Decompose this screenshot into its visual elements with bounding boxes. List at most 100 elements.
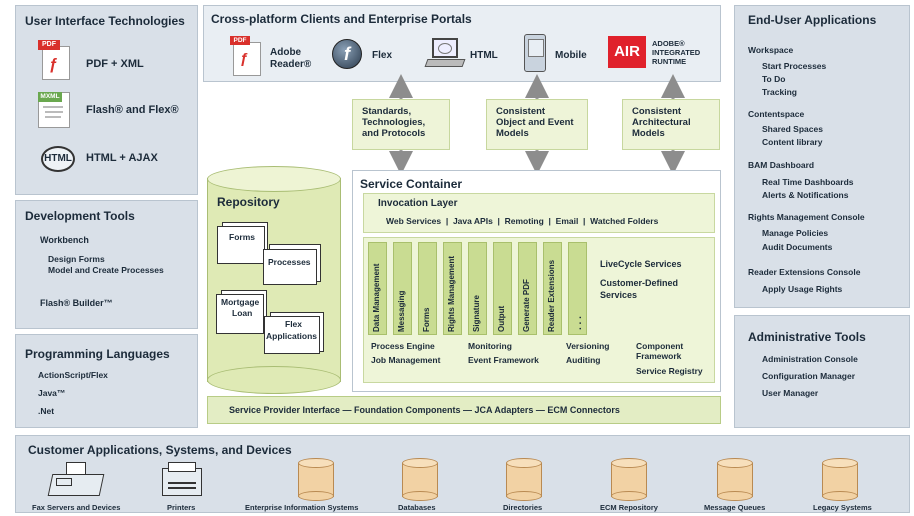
invocation-items: Web Services | Java APIs | Remoting | Em… [386,216,659,226]
architectural-line-1: Consistent [632,106,682,117]
mobile-label: Mobile [555,50,587,61]
legacy-systems-label: Legacy Systems [813,503,872,512]
process-engine-label: Process Engine [371,341,435,351]
content-library-label: Content library [762,137,823,147]
audit-documents-label: Audit Documents [762,242,833,252]
programming-languages-panel: Programming Languages ActionScript/Flex … [15,334,198,428]
flex-apps-doc [264,316,320,354]
auditing-label: Auditing [566,355,601,365]
air-text-2: INTEGRATED [652,48,701,57]
workspace-label: Workspace [748,45,794,55]
html-ajax-label: HTML + AJAX [86,152,158,164]
ui-technologies-panel: User Interface Technologies PDF ƒ PDF + … [15,5,198,195]
lang-dotnet: .Net [38,406,55,416]
mortgage-doc [216,294,264,334]
forms-doc-label: Forms [229,232,255,242]
ecm-cylinder-icon [611,458,647,502]
html-badge-icon: HTML [41,146,75,172]
component-framework-label-1: Component [636,341,684,351]
standards-line-3: and Protocols [362,128,426,139]
architectural-box: Consistent Architectural Models [622,99,720,150]
service-registry-label: Service Registry [636,366,703,376]
lang-java: Java™ [38,388,66,398]
message-queue-cylinder-icon [717,458,753,502]
printers-label: Printers [167,503,196,512]
tracking-label: Tracking [762,87,797,97]
adobe-reader-icon: PDF ƒ [230,36,261,76]
processes-doc [263,249,317,285]
reader-extensions-console-label: Reader Extensions Console [748,267,861,277]
object-event-line-2: Object and Event [496,117,574,128]
printer-icon [162,462,202,500]
label-generate-pdf: Generate PDF [522,279,531,332]
service-reader-extensions [543,242,562,335]
invocation-title: Invocation Layer [378,198,458,209]
repository-title: Repository [217,195,280,209]
flash-player-icon: f [332,39,362,69]
eis-label: Enterprise Information Systems [245,503,359,512]
mobile-device-icon [524,34,546,72]
laptop-icon [424,38,466,70]
legacy-cylinder-icon [822,458,858,502]
versioning-label: Versioning [566,341,610,351]
service-provider-interface-bar: Service Provider Interface — Foundation … [207,396,721,424]
user-manager-label: User Manager [762,388,819,398]
adobe-reader-label-1: Adobe [270,47,302,58]
service-forms [418,242,437,335]
adobe-reader-label-2: Reader® [270,59,312,70]
end-user-apps-panel: End-User Applications Workspace Start Pr… [734,5,910,308]
job-management-label: Job Management [371,355,441,365]
label-rights-management: Rights Management [447,255,456,332]
monitoring-label: Monitoring [468,341,512,351]
admin-tools-panel: Administrative Tools Administration Cons… [734,315,910,428]
customer-defined-label-1: Customer-Defined [600,278,679,288]
programming-languages-title: Programming Languages [25,347,170,361]
config-manager-label: Configuration Manager [762,371,856,381]
databases-label: Databases [398,503,436,512]
processes-doc-label: Processes [268,257,311,267]
html-client-label: HTML [470,50,498,61]
air-text-1: ADOBE® [652,39,685,48]
service-more [568,242,587,335]
forms-doc [217,226,265,264]
livecycle-services-label: LiveCycle Services [600,259,682,269]
customer-apps-panel: Customer Applications, Systems, and Devi… [15,435,910,513]
event-framework-label: Event Framework [468,355,539,365]
clients-title: Cross-platform Clients and Enterprise Po… [211,12,472,26]
admin-console-label: Administration Console [762,354,858,364]
directory-cylinder-icon [506,458,542,502]
flex-label: Flex [372,50,393,61]
start-processes-label: Start Processes [762,61,827,71]
label-signature: Signature [472,295,481,332]
service-messaging [393,242,412,335]
service-data-management [368,242,387,335]
invocation-layer: Invocation Layer Web Services | Java API… [363,193,715,233]
fax-machine-icon [47,462,105,498]
customer-apps-title: Customer Applications, Systems, and Devi… [28,443,292,457]
flash-flex-label: Flash® and Flex® [86,104,179,116]
label-data-management: Data Management [372,263,381,332]
database-cylinder-icon [402,458,438,502]
lang-actionscript: ActionScript/Flex [38,370,108,380]
label-reader-extensions: Reader Extensions [547,259,556,332]
clients-panel: Cross-platform Clients and Enterprise Po… [203,5,721,82]
development-tools-panel: Development Tools Workbench Design Forms… [15,200,198,329]
spi-label: Service Provider Interface — Foundation … [229,405,620,415]
model-processes-label: Model and Create Processes [48,265,164,275]
manage-policies-label: Manage Policies [762,228,829,238]
workbench-label: Workbench [40,235,89,245]
rights-console-label: Rights Management Console [748,212,865,222]
admin-tools-title: Administrative Tools [748,330,866,344]
object-event-box: Consistent Object and Event Models [486,99,588,150]
label-output: Output [497,305,506,332]
message-queues-label: Message Queues [704,503,766,512]
contentspace-label: Contentspace [748,109,805,119]
alerts-notifications-label: Alerts & Notifications [762,190,849,200]
apply-usage-rights-label: Apply Usage Rights [762,284,843,294]
real-time-dashboards-label: Real Time Dashboards [762,177,854,187]
standards-line-1: Standards, [362,106,412,117]
customer-defined-label-2: Services [600,290,638,300]
ui-technologies-title: User Interface Technologies [25,14,185,28]
label-messaging: Messaging [397,290,406,332]
